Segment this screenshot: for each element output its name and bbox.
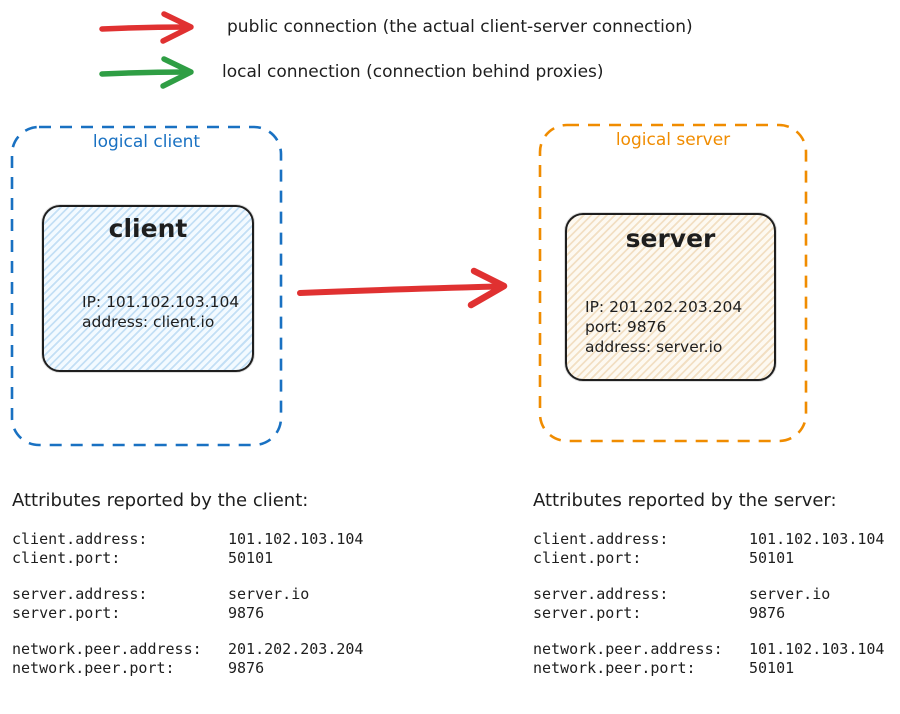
client-attr-group-server: server.address: server.io server.port: 9… <box>12 585 363 623</box>
client-ip-line: IP: 101.102.103.104 <box>82 293 240 311</box>
attr-row: network.peer.address: 101.102.103.104 <box>533 640 885 658</box>
attr-row: server.port: 9876 <box>533 604 786 622</box>
server-attr-group-server: server.address: server.io server.port: 9… <box>533 585 884 623</box>
server-ip-line: IP: 201.202.203.204 <box>585 298 743 316</box>
server-node: server IP: 201.202.203.204 port: 9876 ad… <box>565 213 776 381</box>
attr-row: network.peer.port: 50101 <box>533 659 795 677</box>
logical-server-group: logical server server IP: 201.202.203.20… <box>538 123 808 443</box>
client-dashed-frame <box>10 125 283 447</box>
attr-row: client.port: 50101 <box>533 549 795 567</box>
server-node-title: server <box>625 224 716 253</box>
logical-client-label: logical client <box>92 132 201 152</box>
attr-row: client.port: 50101 <box>12 549 274 567</box>
server-dashed-frame <box>538 123 808 443</box>
server-attr-group-network-peer: network.peer.address: 101.102.103.104 ne… <box>533 640 884 678</box>
legend-label-public-connection: public connection (the actual client-ser… <box>227 17 693 37</box>
attr-row: server.address: server.io <box>533 585 831 603</box>
red-arrow-icon <box>99 11 194 44</box>
attr-row: client.address: 101.102.103.104 <box>533 530 885 548</box>
client-node-details: IP: 101.102.103.104 address: client.io <box>82 292 239 332</box>
server-attributes-block: Attributes reported by the server: clien… <box>533 489 884 695</box>
server-attributes-heading: Attributes reported by the server: <box>533 490 837 511</box>
attr-row: network.peer.address: 201.202.203.204 <box>12 640 364 658</box>
server-address-line: address: server.io <box>585 338 723 356</box>
server-port-line: port: 9876 <box>585 318 667 336</box>
legend-label-local-connection: local connection (connection behind prox… <box>222 62 604 82</box>
client-attr-group-network-peer: network.peer.address: 201.202.203.204 ne… <box>12 640 363 678</box>
attr-row: network.peer.port: 9876 <box>12 659 265 677</box>
attr-row: client.address: 101.102.103.104 <box>12 530 364 548</box>
attr-row: server.address: server.io <box>12 585 310 603</box>
server-attr-group-client: client.address: 101.102.103.104 client.p… <box>533 530 884 568</box>
attr-row: server.port: 9876 <box>12 604 265 622</box>
public-connection-arrow-icon <box>297 267 508 309</box>
client-attr-group-client: client.address: 101.102.103.104 client.p… <box>12 530 363 568</box>
green-arrow-icon <box>99 56 194 89</box>
logical-client-group: logical client client IP: 101.102.103.10… <box>10 125 283 447</box>
client-node: client IP: 101.102.103.104 address: clie… <box>42 205 254 372</box>
client-node-title: client <box>108 214 188 243</box>
server-node-details: IP: 201.202.203.204 port: 9876 address: … <box>585 297 742 357</box>
client-attributes-block: Attributes reported by the client: clien… <box>12 489 363 695</box>
client-attributes-heading: Attributes reported by the client: <box>12 490 309 511</box>
client-address-line: address: client.io <box>82 313 215 331</box>
logical-server-label: logical server <box>615 130 731 150</box>
